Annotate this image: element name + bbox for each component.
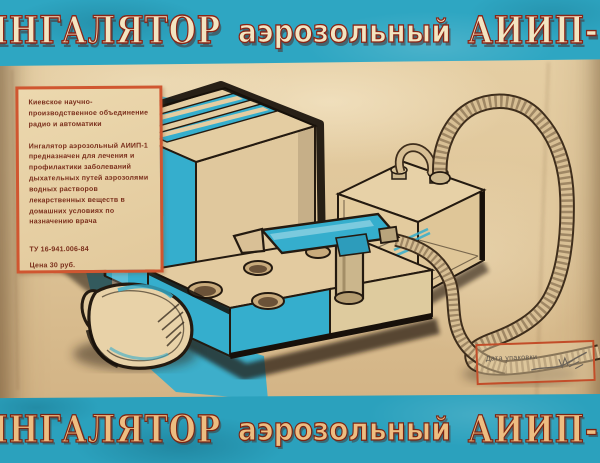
manufacturer-text: Киевское научно-производственное объедин… [28, 98, 149, 129]
vial-holes [187, 245, 331, 310]
price-text: Цена 30 руб. [29, 262, 76, 270]
spray-handle [232, 212, 401, 305]
short-corrugated-hose [394, 233, 508, 375]
title-word-model: АИИП-1 [467, 8, 600, 53]
title-word-model: АИИП-1 [467, 407, 600, 452]
top-title-band: ИНГАЛЯТОР аэрозольный АИИП-1 [0, 0, 600, 66]
title-word-inhaler: ИНГАЛЯТОР [0, 407, 222, 452]
info-box: Киевское научно-производственное объедин… [15, 85, 164, 274]
packing-date-stamp: Дата упаковки [475, 339, 596, 386]
title-word-aerosol: аэрозольный [237, 12, 451, 50]
title-word-aerosol: аэрозольный [237, 410, 451, 448]
title-word-inhaler: ИНГАЛЯТОР [0, 8, 222, 53]
description-text: Ингалятор аэрозольный АИИП-1 предназначе… [28, 142, 149, 226]
handwritten-mark [531, 351, 588, 371]
tu-standard-text: ТУ 16-941.006-84 [29, 246, 89, 254]
hose-handle-loop [394, 143, 437, 176]
bottom-title-band: ИНГАЛЯТОР аэрозольный АИИП-1 [0, 394, 600, 463]
long-corrugated-hose [429, 93, 600, 376]
inhalation-mask [80, 282, 194, 370]
